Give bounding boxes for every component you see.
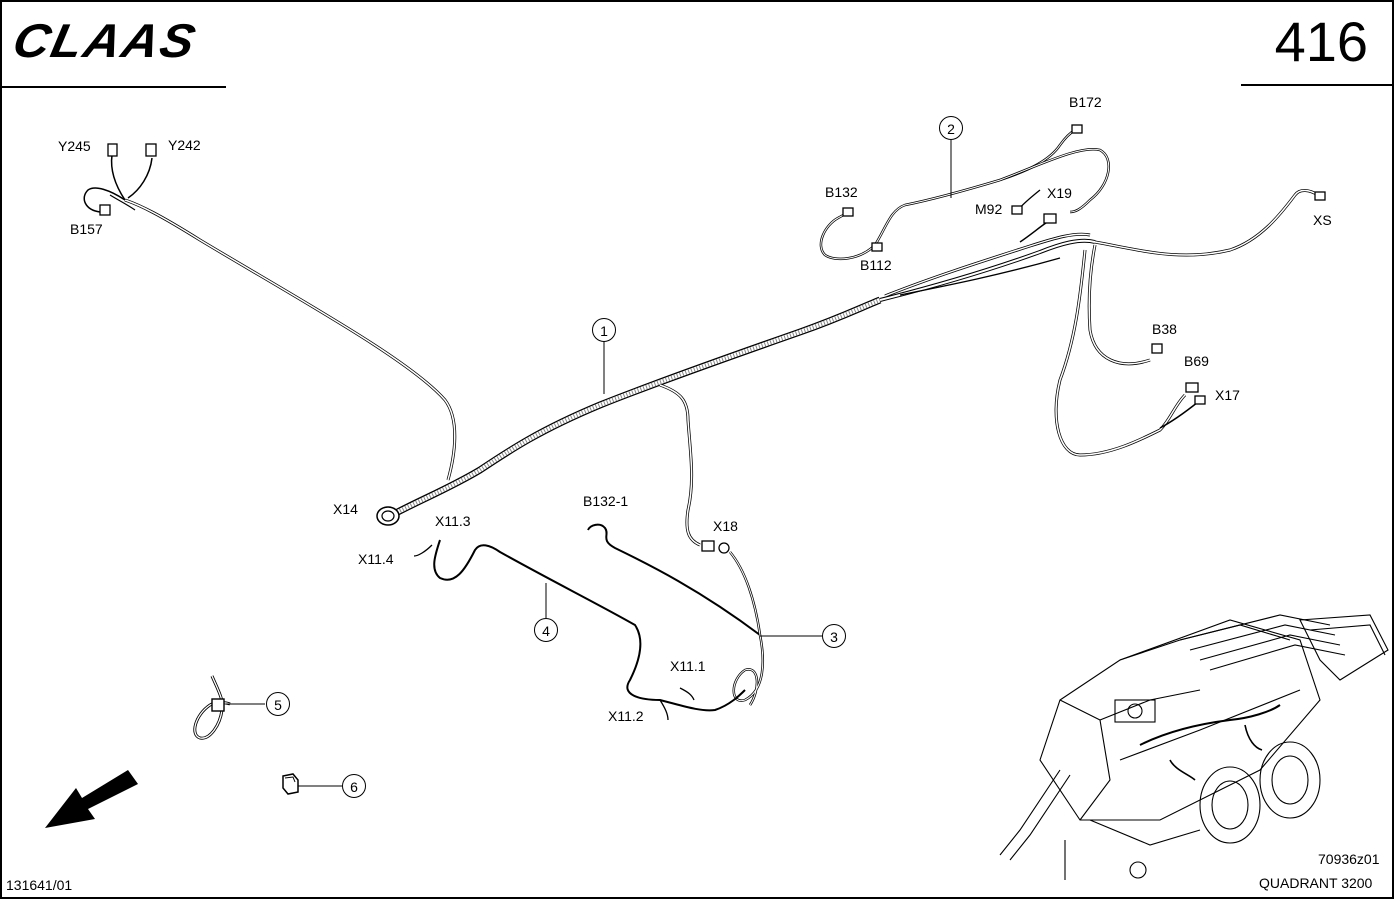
label-b132-1: B132-1 [583, 493, 629, 509]
harness-3 [587, 523, 822, 706]
baler-machine-icon [999, 614, 1389, 880]
label-m92: M92 [975, 201, 1003, 217]
label-xs: XS [1313, 212, 1332, 228]
label-x14: X14 [333, 501, 358, 517]
label-x19: X19 [1047, 185, 1072, 201]
label-b69: B69 [1184, 353, 1209, 369]
harness-1 [83, 143, 1326, 554]
claas-logo: CLAAS [8, 14, 202, 68]
callout-6[interactable]: 6 [342, 774, 366, 798]
callout-4[interactable]: 4 [534, 618, 558, 642]
callout-2[interactable]: 2 [939, 116, 963, 140]
callout-1[interactable]: 1 [592, 318, 616, 342]
label-b157: B157 [70, 221, 103, 237]
arrow-down-left-icon [45, 770, 138, 828]
callout-5[interactable]: 5 [266, 692, 290, 716]
label-y242: Y242 [168, 137, 201, 153]
label-x18: X18 [713, 518, 738, 534]
label-x11-2: X11.2 [608, 708, 644, 724]
cable-tie-5 [193, 675, 265, 740]
label-x11-1: X11.1 [670, 658, 706, 674]
footer-left-code: 131641/01 [6, 877, 73, 893]
label-b172: B172 [1069, 94, 1102, 110]
label-x11-3: X11.3 [435, 513, 471, 529]
drawing-code: 70936z01 [1318, 851, 1380, 867]
callout-3[interactable]: 3 [822, 624, 846, 648]
harness-2 [819, 124, 1110, 261]
label-x11-4: X11.4 [358, 551, 394, 567]
label-b38: B38 [1152, 321, 1177, 337]
label-b112: B112 [860, 257, 892, 273]
model-name: QUADRANT 3200 [1259, 875, 1373, 891]
harness-4 [413, 539, 746, 721]
label-x17: X17 [1215, 387, 1240, 403]
clip-6 [282, 773, 342, 795]
page-number: 416 [1274, 10, 1368, 73]
logo-box: CLAAS [0, 0, 226, 88]
page-number-underline [1241, 84, 1394, 86]
label-y245: Y245 [58, 138, 91, 154]
label-b132: B132 [825, 184, 858, 200]
